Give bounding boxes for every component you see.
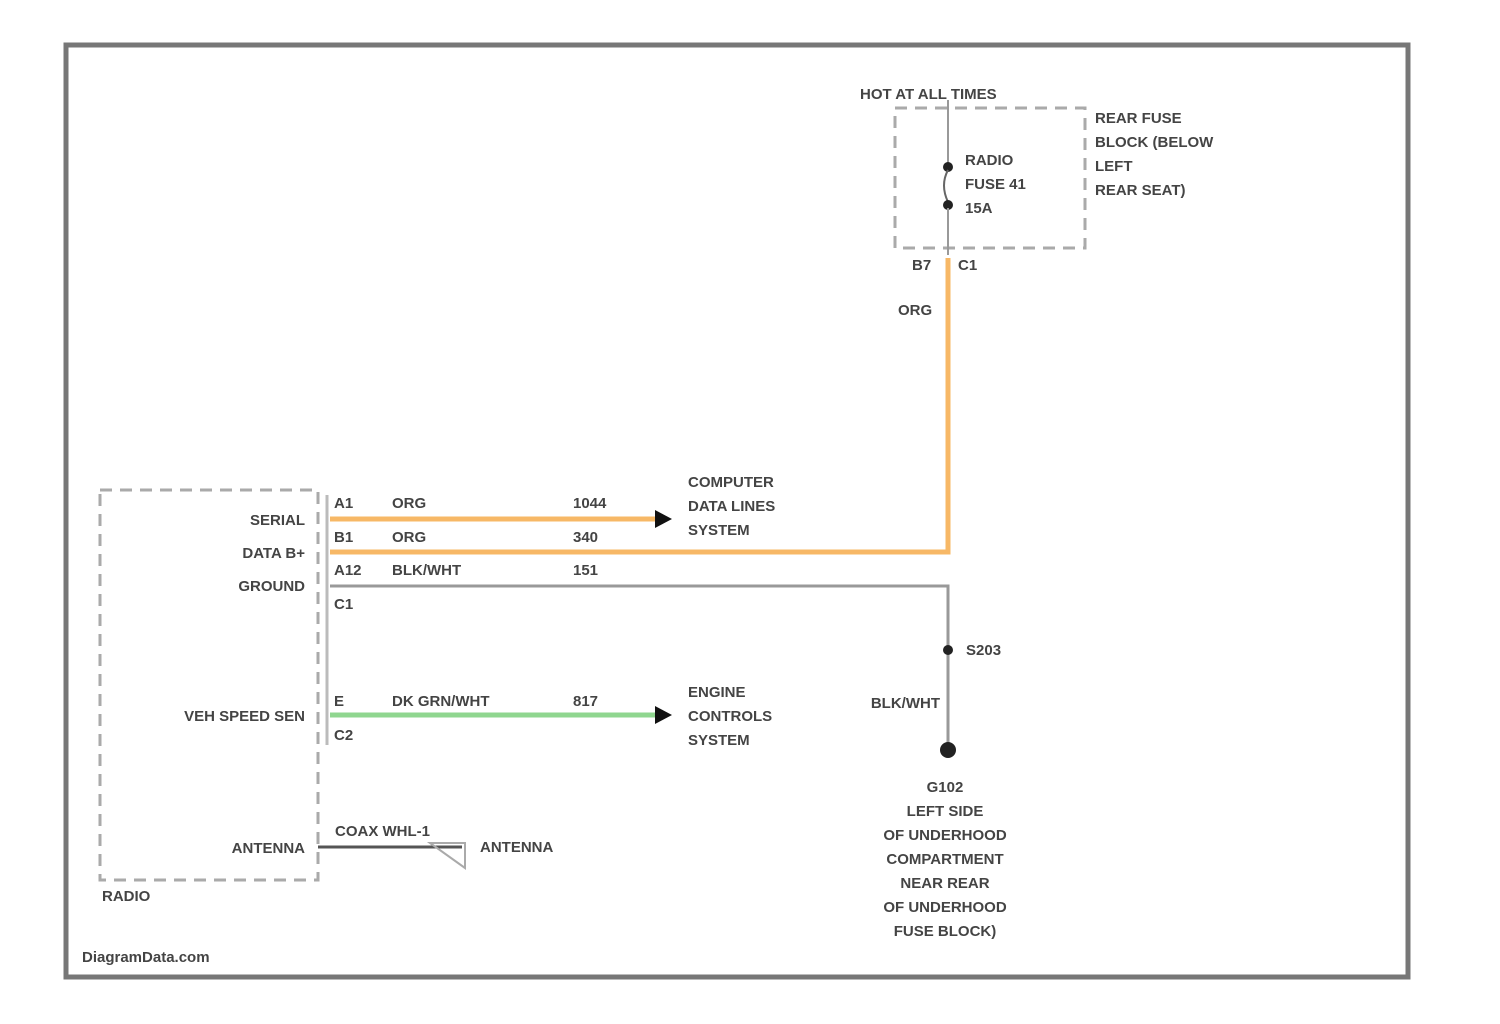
fuse-connector: C1: [958, 257, 977, 274]
fuse-wire-color: ORG: [898, 302, 932, 319]
wire-color-vss: DK GRN/WHT: [392, 693, 490, 710]
dest-engine-2: CONTROLS: [688, 708, 772, 725]
dest-data-1: COMPUTER: [688, 474, 774, 491]
dest-data-3: SYSTEM: [688, 522, 750, 539]
pin-b1: B1: [334, 529, 353, 546]
circuit-data: 340: [573, 529, 598, 546]
radio-name: RADIO: [102, 888, 151, 905]
circuit-serial: 1044: [573, 495, 607, 512]
pin-label-vss: VEH SPEED SEN: [184, 708, 305, 725]
ground-location-5: NEAR REAR: [900, 875, 989, 892]
splice-label: S203: [966, 642, 1001, 659]
ground-wire-color: BLK/WHT: [871, 695, 940, 712]
pin-label-serial: SERIAL: [250, 512, 305, 529]
ground-location-1: G102: [927, 779, 964, 796]
power-label: HOT AT ALL TIMES: [860, 86, 997, 103]
arrow-icon: [655, 706, 672, 724]
connector-c1: C1: [334, 596, 353, 613]
ground-location-4: COMPARTMENT: [886, 851, 1003, 868]
fuse-name-2: FUSE 41: [965, 176, 1026, 193]
antenna-label: ANTENNA: [480, 839, 553, 856]
fuse-pin: B7: [912, 257, 931, 274]
dest-engine-1: ENGINE: [688, 684, 746, 701]
pin-e: E: [334, 693, 344, 710]
connector-c2: C2: [334, 727, 353, 744]
ground-point-icon: [940, 742, 956, 758]
wire-color-serial: ORG: [392, 495, 426, 512]
pin-a12: A12: [334, 562, 362, 579]
wire-color-ground: BLK/WHT: [392, 562, 461, 579]
coax-label: COAX WHL-1: [335, 823, 430, 840]
radio-antenna-label: ANTENNA: [232, 840, 305, 857]
fuse-block-location-4: REAR SEAT): [1095, 182, 1186, 199]
pin-label-data: DATA B+: [242, 545, 305, 562]
circuit-ground: 151: [573, 562, 598, 579]
dest-data-2: DATA LINES: [688, 498, 775, 515]
fuse-icon: [944, 170, 948, 202]
dest-engine-3: SYSTEM: [688, 732, 750, 749]
fuse-name-1: RADIO: [965, 152, 1014, 169]
wire-color-data: ORG: [392, 529, 426, 546]
ground-wire: [330, 586, 948, 745]
ground-location-6: OF UNDERHOOD: [883, 899, 1007, 916]
fuse-rating: 15A: [965, 200, 993, 217]
ground-location-2: LEFT SIDE: [907, 803, 984, 820]
ground-location-3: OF UNDERHOOD: [883, 827, 1007, 844]
circuit-vss: 817: [573, 693, 598, 710]
pin-label-ground: GROUND: [238, 578, 305, 595]
arrow-icon: [655, 510, 672, 528]
fuse-block-location-1: REAR FUSE: [1095, 110, 1182, 127]
ground-location: G102 LEFT SIDE OF UNDERHOOD COMPARTMENT …: [883, 779, 1007, 940]
pin-a1: A1: [334, 495, 353, 512]
watermark: DiagramData.com: [82, 949, 210, 966]
fuse-block-location-3: LEFT: [1095, 158, 1133, 175]
fuse-block-location-2: BLOCK (BELOW: [1095, 134, 1214, 151]
splice-dot: [943, 645, 953, 655]
ground-location-7: FUSE BLOCK): [894, 923, 997, 940]
